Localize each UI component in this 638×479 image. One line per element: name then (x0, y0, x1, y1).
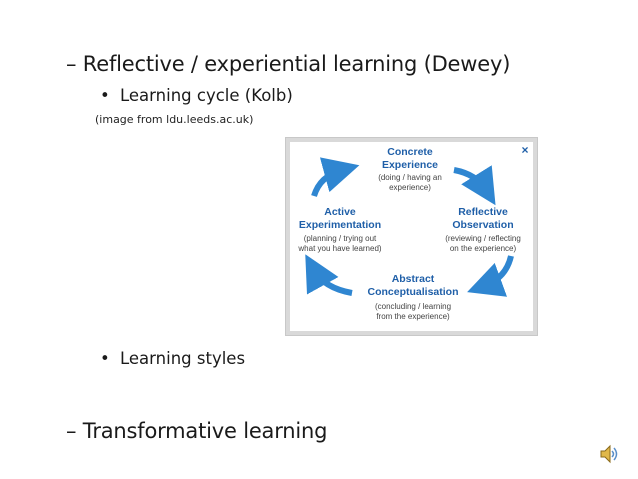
concrete-title-1: Concrete (387, 146, 433, 158)
speaker-icon[interactable] (598, 443, 620, 465)
bullet-glyph: • (100, 86, 110, 105)
bullet-learning-styles-label: Learning styles (120, 349, 246, 368)
bullet-reflective-learning: – Reflective / experiential learning (De… (66, 52, 511, 76)
concrete-desc-2: experience) (389, 183, 431, 192)
arrow-to-abstract-icon (467, 255, 514, 297)
abstract-desc-2: from the experience) (376, 312, 450, 321)
speaker-icon-graphic (600, 444, 618, 464)
active-desc-1: (planning / trying out (304, 234, 377, 243)
reflective-desc-1: (reviewing / reflecting (445, 234, 521, 243)
abstract-title-2: Conceptualisation (367, 286, 458, 298)
concrete-title-2: Experience (382, 159, 438, 171)
arrow-to-active-icon (305, 254, 353, 296)
bullet-glyph: • (100, 349, 110, 368)
active-title-2: Experimentation (299, 219, 381, 231)
reflective-desc-2: on the experience) (450, 244, 517, 253)
kolb-cycle-diagram: × Concrete Experience (doing / having an… (297, 143, 528, 321)
active-desc-2: what you have learned) (297, 244, 382, 253)
bullet-learning-cycle-label: Learning cycle (Kolb) (120, 86, 293, 105)
arrow-to-reflective-icon (453, 165, 496, 206)
abstract-title-1: Abstract (392, 273, 435, 285)
abstract-desc-1: (concluding / learning (375, 302, 451, 311)
reflective-title-1: Reflective (458, 206, 508, 218)
bullet-learning-cycle: • Learning cycle (Kolb) (100, 86, 293, 105)
concrete-desc-1: (doing / having an (378, 173, 442, 182)
bullet-learning-styles: • Learning styles (100, 349, 245, 368)
reflective-title-2: Observation (452, 219, 513, 231)
arrow-to-concrete-icon (311, 157, 360, 197)
kolb-cycle-figure: × Concrete Experience (doing / having an… (285, 137, 538, 336)
bullet-transformative-learning: – Transformative learning (66, 419, 328, 443)
active-title-1: Active (324, 206, 356, 218)
image-credit: (image from ldu.leeds.ac.uk) (95, 113, 254, 126)
close-icon[interactable]: × (521, 143, 528, 157)
